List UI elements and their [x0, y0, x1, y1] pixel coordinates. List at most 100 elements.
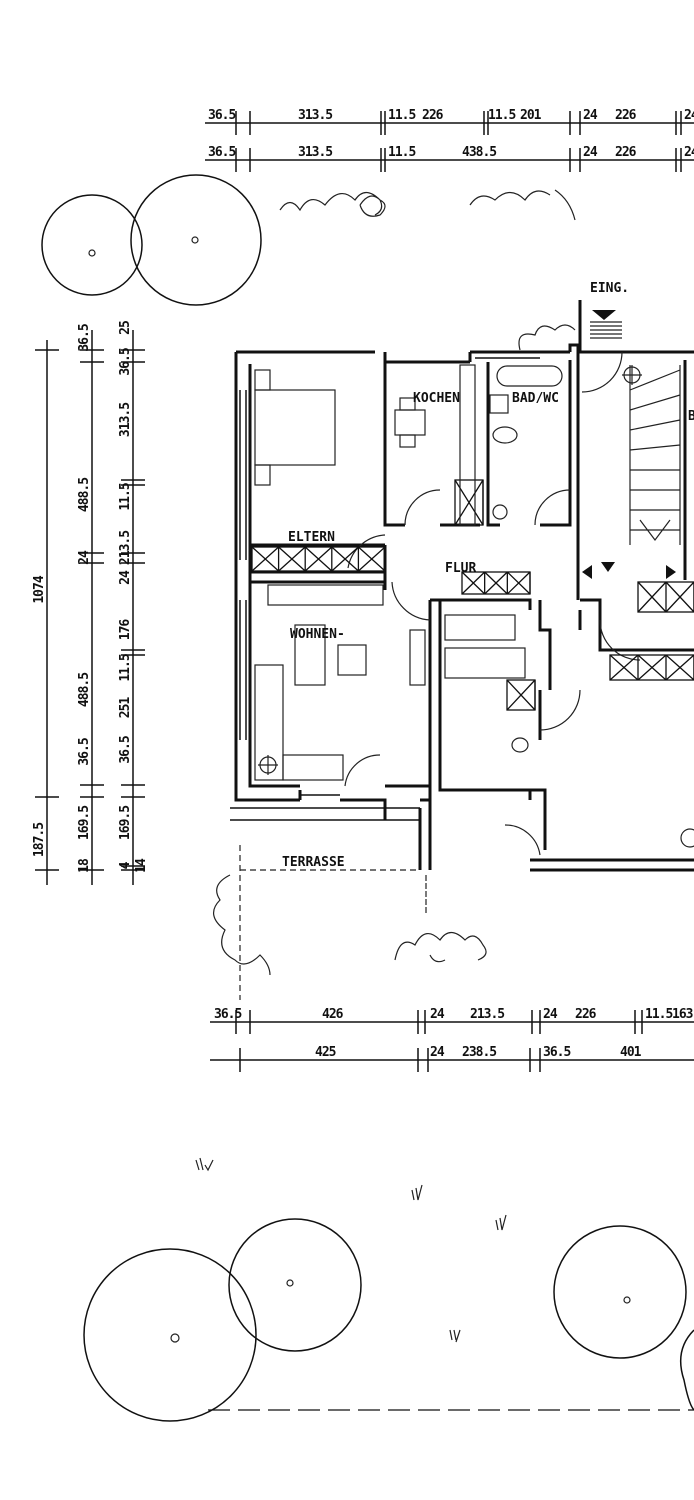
- dimension-label: 25: [118, 321, 133, 335]
- room-label-kochen: KOCHEN: [413, 391, 460, 406]
- dimension-label: 187.5: [32, 823, 47, 857]
- dimension-label: 226: [422, 108, 444, 123]
- dimension-label: 24: [583, 145, 598, 160]
- shrub: [279, 189, 576, 221]
- furniture: [239, 321, 694, 1000]
- grass-mark: [195, 1157, 507, 1343]
- wardrobes: [251, 479, 694, 711]
- room-label-bad: BAD/WC: [512, 391, 559, 406]
- room-label-eltern: ELTERN: [288, 530, 335, 545]
- tree-group-top: [41, 174, 262, 306]
- entrance-arrow-icon: [592, 310, 616, 320]
- shrub: [518, 324, 576, 351]
- dimension-label: 169.5: [77, 806, 92, 840]
- dining-table: [394, 409, 426, 436]
- stair: [629, 365, 681, 545]
- dimension-label: 226: [575, 1007, 597, 1022]
- dimension-label: 36.5: [118, 348, 133, 375]
- dimension-label: 24: [430, 1007, 445, 1022]
- kitchen-counter: [459, 364, 476, 526]
- bath-2: [444, 647, 526, 679]
- dimension-label: 36.5: [208, 145, 235, 160]
- room-label-flur: FLUR: [445, 561, 476, 576]
- toilet-2: [511, 737, 529, 753]
- bathtub: [496, 365, 563, 387]
- dimension-label: 401: [620, 1045, 642, 1060]
- dimension-label: 36.5: [77, 324, 92, 351]
- dimension-label: 11.5: [118, 483, 133, 510]
- coffee-table: [294, 624, 326, 686]
- sideboard: [409, 629, 426, 686]
- dimension-label: 24: [684, 145, 694, 160]
- armchair: [337, 644, 367, 676]
- dimension-label: 11.5: [388, 145, 415, 160]
- dimension-label: 24: [430, 1045, 445, 1060]
- sofa: [254, 664, 284, 781]
- tree: [83, 1248, 257, 1422]
- dimension-label: 36.5: [543, 1045, 570, 1060]
- dimension-label: 14: [134, 858, 149, 873]
- shelf: [267, 584, 384, 606]
- kitchen-2: [444, 614, 516, 641]
- terrace-edge: [239, 845, 420, 1000]
- dimension-lines: 36.5313.511.522611.5201242262436.5313.51…: [32, 108, 694, 1072]
- tree-group-bottom: [83, 1218, 694, 1422]
- dimension-label: 24: [543, 1007, 558, 1022]
- dimension-label: 238.5: [462, 1045, 496, 1060]
- tree: [228, 1218, 362, 1352]
- label-entrance: EING.: [590, 281, 629, 296]
- arrow-left-icon: [582, 565, 592, 579]
- washing-machine: [492, 504, 508, 520]
- dimension-label: 313.5: [298, 145, 332, 160]
- wardrobe: [251, 546, 386, 572]
- room-label-cut: B: [688, 409, 694, 424]
- dimension-label: 11.5: [488, 108, 515, 123]
- tree: [130, 174, 262, 306]
- sink: [489, 394, 509, 414]
- dimension-label: 488.5: [77, 478, 92, 512]
- dimension-label: 176: [118, 619, 133, 641]
- shrub: [213, 874, 271, 976]
- wardrobe: [461, 571, 531, 595]
- shrub: [394, 931, 487, 963]
- dimension-label: 24: [684, 108, 694, 123]
- windows: [230, 357, 540, 821]
- nightstand: [254, 464, 271, 486]
- dimension-label: 11.5: [388, 108, 415, 123]
- tree-trunk: [623, 1296, 631, 1304]
- dimension-label: 251: [118, 697, 133, 719]
- dimension-label: 201: [520, 108, 542, 123]
- bed: [254, 389, 336, 466]
- tree-trunk: [286, 1279, 294, 1287]
- dimension-label: 425: [315, 1045, 336, 1060]
- dimension-label: 36.5: [208, 108, 235, 123]
- tree-trunk: [191, 236, 199, 244]
- dimension-label: 213.5: [118, 531, 133, 565]
- building-walls: [234, 300, 694, 872]
- tree-partial: [679, 1329, 694, 1411]
- dimension-label: 4: [118, 861, 133, 869]
- dimension-label: 36.5: [214, 1007, 241, 1022]
- dimension-label: 1074: [32, 575, 47, 603]
- dimension-label: 18: [77, 858, 92, 873]
- dimension-label: 24: [583, 108, 598, 123]
- dimension-label: 213.5: [470, 1007, 504, 1022]
- light-symbol: [680, 828, 694, 848]
- dimension-label: 11.5: [118, 654, 133, 681]
- room-label-terrasse: TERRASSE: [282, 855, 345, 870]
- arrow-down-icon: [601, 562, 615, 572]
- dimension-label: 426: [322, 1007, 344, 1022]
- tree: [41, 194, 143, 296]
- dimension-label: 24: [118, 570, 133, 585]
- wardrobe: [506, 679, 536, 711]
- dimension-label: 24: [77, 550, 92, 565]
- dimension-label: 226: [615, 108, 637, 123]
- dimension-label: 36.5: [118, 736, 133, 763]
- dimension-label: 163.: [672, 1007, 694, 1022]
- nightstand: [254, 369, 271, 391]
- dimension-label: 226: [615, 145, 637, 160]
- dimension-label: 438.5: [462, 145, 496, 160]
- room-label-wohnen: WOHNEN-: [290, 627, 345, 642]
- chair: [399, 397, 416, 411]
